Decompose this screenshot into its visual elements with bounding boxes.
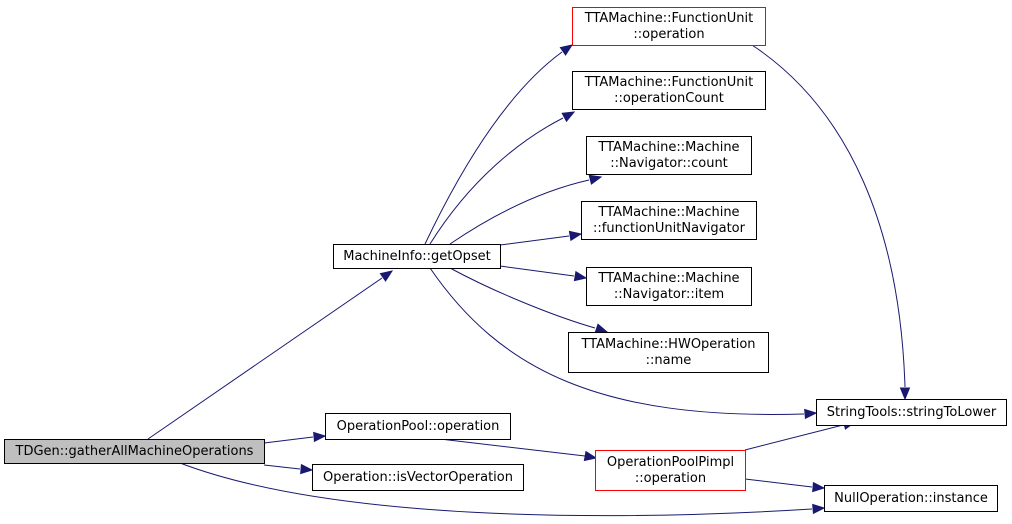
node-box bbox=[333, 244, 501, 269]
node-box bbox=[568, 332, 769, 373]
node-label-line: NullOperation::instance bbox=[834, 491, 988, 506]
arrowhead bbox=[573, 270, 588, 282]
edge-line bbox=[449, 179, 590, 245]
node-opPool_operation[interactable]: OperationPool::operation bbox=[325, 413, 511, 440]
edge-root-to-opPool_operation bbox=[263, 431, 327, 444]
node-box bbox=[586, 267, 752, 306]
node-stringToLower[interactable]: StringTools::stringToLower bbox=[816, 399, 1007, 426]
edge-line bbox=[147, 277, 383, 440]
node-box bbox=[816, 399, 1007, 426]
edge-getOpset-to-fu_operationCount bbox=[429, 111, 576, 245]
arrowhead bbox=[561, 111, 576, 123]
node-label-line: ::operationCount bbox=[614, 91, 724, 106]
edge-opPool_operation-to-pimpl_operation bbox=[439, 438, 598, 462]
node-fu_operation[interactable]: TTAMachine::FunctionUnit::operation bbox=[572, 7, 766, 46]
edge-line bbox=[751, 44, 906, 388]
edge-getOpset-to-fu_operation bbox=[424, 44, 574, 245]
node-nav_item[interactable]: TTAMachine::Machine::Navigator::item bbox=[586, 267, 752, 306]
node-label-line: TTAMachine::HWOperation bbox=[580, 337, 755, 352]
node-box bbox=[824, 485, 998, 512]
node-label-line: Operation::isVectorOperation bbox=[323, 470, 513, 485]
edge-getOpset-to-nav_item bbox=[499, 265, 588, 282]
edge-line bbox=[744, 478, 813, 488]
edge-fu_operation-to-stringToLower bbox=[751, 44, 911, 401]
arrowhead bbox=[588, 174, 603, 185]
arrowhead bbox=[899, 387, 911, 401]
edge-line bbox=[499, 235, 570, 246]
node-label-line: TDGen::gatherAllMachineOperations bbox=[15, 444, 254, 459]
arrowhead bbox=[812, 481, 826, 493]
arrowhead bbox=[594, 323, 609, 334]
edge-line bbox=[424, 51, 563, 245]
node-fu_operationCount[interactable]: TTAMachine::FunctionUnit::operationCount bbox=[572, 71, 766, 110]
node-pimpl_operation[interactable]: OperationPoolPimpl::operation bbox=[595, 450, 746, 491]
node-label-line: MachineInfo::getOpset bbox=[343, 249, 490, 264]
edge-line bbox=[744, 424, 844, 451]
arrowhead bbox=[812, 503, 826, 515]
node-label-line: OperationPoolPimpl bbox=[607, 455, 734, 470]
node-label-line: ::name bbox=[646, 353, 692, 368]
node-nullop_instance[interactable]: NullOperation::instance bbox=[824, 485, 998, 512]
arrowhead bbox=[313, 431, 327, 443]
arrowhead bbox=[300, 463, 314, 475]
arrowhead bbox=[583, 450, 598, 462]
node-box bbox=[325, 413, 511, 440]
edges-layer bbox=[147, 44, 911, 517]
edge-root-to-isVectorOperation bbox=[263, 463, 314, 475]
node-label-line: ::Navigator::item bbox=[614, 287, 724, 302]
edge-pimpl_operation-to-nullop_instance bbox=[744, 478, 826, 493]
edge-root-to-nullop_instance bbox=[179, 462, 826, 517]
node-box bbox=[595, 450, 746, 491]
node-label-line: ::operation bbox=[633, 27, 704, 42]
node-getOpset[interactable]: MachineInfo::getOpset bbox=[333, 244, 501, 269]
node-box bbox=[312, 464, 524, 491]
node-box bbox=[572, 71, 766, 110]
node-isVectorOperation[interactable]: Operation::isVectorOperation bbox=[312, 464, 524, 491]
arrowhead bbox=[568, 230, 583, 242]
node-label-line: ::functionUnitNavigator bbox=[593, 221, 746, 236]
node-box bbox=[586, 136, 752, 175]
node-label-line: OperationPool::operation bbox=[337, 419, 500, 434]
node-root[interactable]: TDGen::gatherAllMachineOperations bbox=[4, 439, 265, 464]
edge-root-to-getOpset bbox=[147, 270, 394, 440]
node-box bbox=[4, 439, 265, 464]
edge-getOpset-to-stringToLower bbox=[429, 267, 818, 420]
edge-getOpset-to-fu_navigator bbox=[499, 230, 583, 246]
node-label-line: StringTools::stringToLower bbox=[827, 405, 997, 420]
node-label-line: ::Navigator::count bbox=[610, 156, 728, 171]
node-label-line: ::operation bbox=[635, 471, 706, 486]
node-box bbox=[572, 7, 766, 46]
arrowhead bbox=[379, 270, 394, 282]
node-label-line: TTAMachine::Machine bbox=[597, 271, 739, 286]
edge-line bbox=[263, 464, 301, 470]
node-label-line: TTAMachine::Machine bbox=[597, 205, 739, 220]
node-label-line: TTAMachine::Machine bbox=[597, 140, 739, 155]
node-box bbox=[581, 201, 757, 240]
node-label-line: TTAMachine::FunctionUnit bbox=[584, 11, 753, 26]
nodes-layer: TDGen::gatherAllMachineOperations Machine… bbox=[4, 7, 1007, 512]
edge-line bbox=[429, 267, 805, 415]
edge-line bbox=[449, 267, 596, 329]
edge-line bbox=[179, 462, 813, 517]
node-hwop_name[interactable]: TTAMachine::HWOperation::name bbox=[568, 332, 769, 373]
edge-line bbox=[263, 436, 314, 444]
node-fu_navigator[interactable]: TTAMachine::Machine::functionUnitNavigat… bbox=[581, 201, 757, 240]
edge-line bbox=[439, 438, 586, 457]
edge-getOpset-to-nav_count bbox=[449, 174, 603, 245]
edge-line bbox=[499, 265, 575, 277]
arrowhead bbox=[559, 44, 574, 56]
node-nav_count[interactable]: TTAMachine::Machine::Navigator::count bbox=[586, 136, 752, 175]
edge-line bbox=[429, 117, 564, 245]
arrowhead bbox=[804, 408, 818, 420]
node-label-line: TTAMachine::FunctionUnit bbox=[584, 75, 753, 90]
